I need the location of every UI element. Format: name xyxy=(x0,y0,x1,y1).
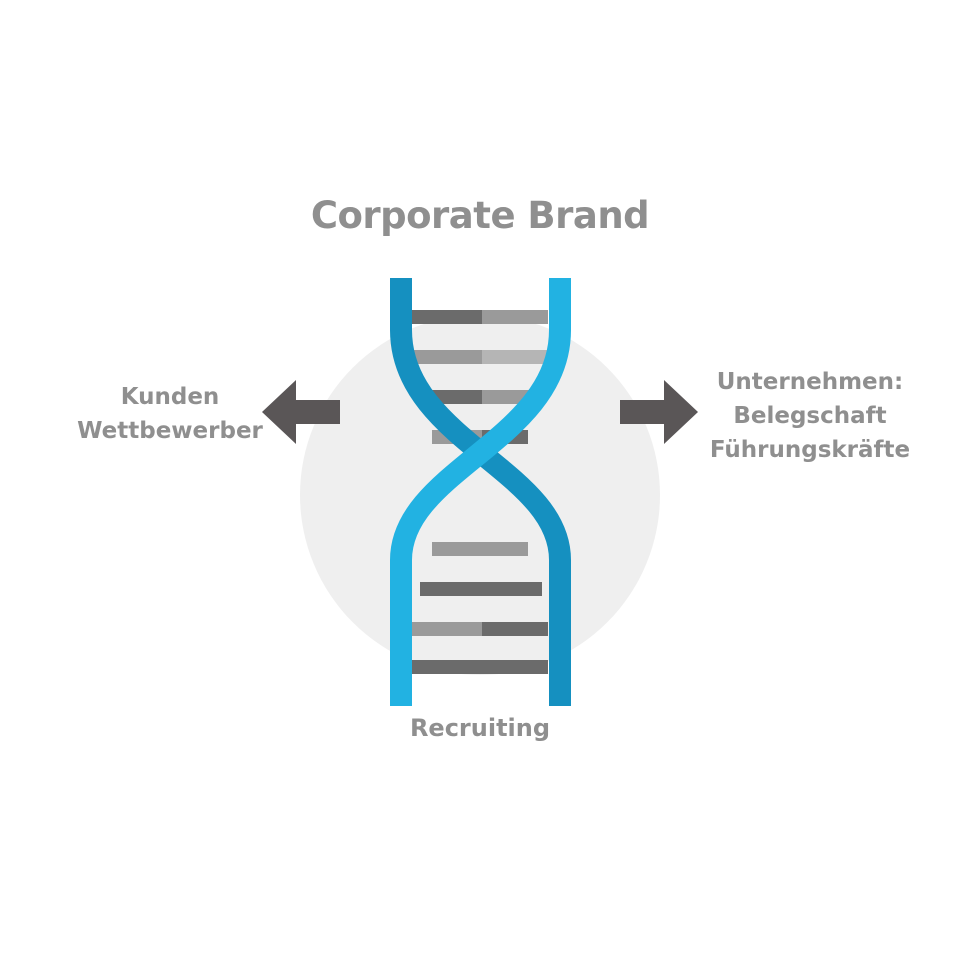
dna-strand-right xyxy=(390,278,571,706)
right-label-group: Unternehmen: Belegschaft Führungskräfte xyxy=(700,365,920,467)
background-circle xyxy=(300,315,660,675)
rung xyxy=(432,542,528,556)
bottom-label-recruiting: Recruiting xyxy=(409,714,551,742)
rung xyxy=(412,660,548,674)
diagram-title: Corporate Brand xyxy=(310,194,650,237)
left-label-competitors: Wettbewerber xyxy=(77,418,263,444)
rung xyxy=(412,350,548,364)
left-label-customers: Kunden xyxy=(120,384,220,410)
rung xyxy=(412,622,548,636)
arrow-left-icon xyxy=(262,380,340,444)
rung xyxy=(412,310,548,324)
arrow-right-icon xyxy=(620,380,698,444)
right-label-company: Unternehmen: xyxy=(716,369,904,395)
right-label-executives: Führungskräfte xyxy=(709,437,911,463)
left-label-group: Kunden Wettbewerber xyxy=(60,380,280,448)
right-label-workforce: Belegschaft xyxy=(733,403,887,429)
rung xyxy=(420,582,542,596)
